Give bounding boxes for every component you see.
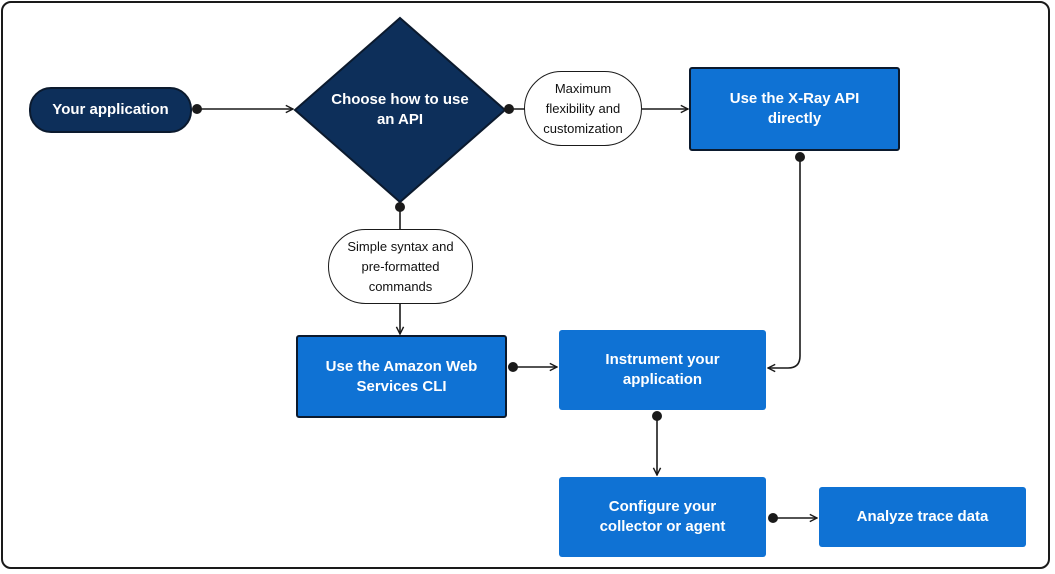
edge-xray-to-instrument	[768, 152, 805, 368]
edge-decision-to-cli	[395, 202, 405, 334]
cli-node: Use the Amazon Web Services CLI	[296, 335, 507, 418]
decision-node-label-wrap: Choose how to use an API	[330, 80, 470, 140]
instrument-node: Instrument your application	[559, 330, 766, 410]
edge-instrument-to-configure	[652, 411, 662, 475]
start-node: Your application	[29, 87, 192, 133]
xray-api-node: Use the X-Ray API directly	[689, 67, 900, 151]
xray-api-node-label: Use the X-Ray API directly	[729, 90, 860, 127]
configure-node-label: Configure your collector or agent	[599, 498, 726, 535]
edge-label-simple: Simple syntax and pre-formatted commands	[328, 229, 473, 304]
edge-label-flexibility-text: Maximum flexibility and customization	[543, 80, 623, 136]
configure-node: Configure your collector or agent	[559, 477, 766, 557]
edge-label-simple-text: Simple syntax and pre-formatted commands	[347, 238, 454, 294]
edge-configure-to-analyze	[768, 513, 817, 523]
instrument-node-label: Instrument your application	[605, 351, 720, 388]
decision-node-label: Choose how to use an API	[331, 91, 469, 128]
analyze-node: Analyze trace data	[819, 487, 1026, 547]
cli-node-label: Use the Amazon Web Services CLI	[325, 357, 478, 395]
edge-label-flexibility: Maximum flexibility and customization	[524, 71, 642, 146]
edge-cli-to-instrument	[508, 362, 557, 372]
start-node-label: Your application	[52, 101, 169, 118]
analyze-node-label: Analyze trace data	[856, 508, 989, 525]
edge-start-to-decision	[192, 104, 293, 114]
edge-decision-to-xray	[504, 104, 688, 114]
